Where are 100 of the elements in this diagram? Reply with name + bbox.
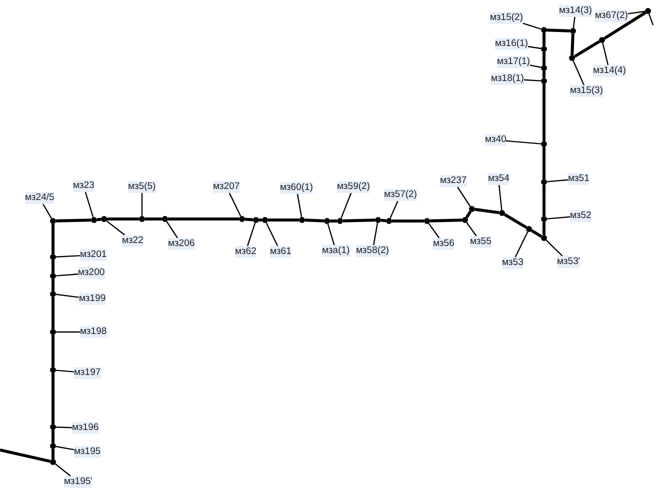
pipe-line [546, 28, 570, 32]
point-label: мз15(3) [570, 85, 603, 97]
leader-line [506, 140, 542, 144]
leader-line [498, 184, 502, 210]
pipe-line [52, 335, 54, 367]
point-label: мз59(2) [337, 181, 370, 193]
leader-line [514, 231, 528, 258]
point-label: мз200 [78, 267, 105, 279]
pipe-line [542, 185, 546, 216]
point-label: мз23 [73, 180, 94, 192]
point-label: мз61 [270, 246, 292, 258]
leader-line [572, 16, 576, 28]
leader-line [56, 426, 72, 428]
pipe-line [648, 14, 654, 26]
pipe-line [244, 218, 254, 222]
pipe-line [56, 218, 92, 222]
junction-dot [569, 55, 575, 61]
leader-line [166, 221, 178, 238]
junction-dot [541, 27, 547, 33]
point-label: мз195 [74, 446, 101, 458]
pipe-line [259, 218, 262, 222]
leader-line [54, 463, 71, 476]
junction-dot [599, 37, 605, 43]
pipe-line [542, 52, 546, 65]
junction-dot [50, 273, 56, 279]
leader-line [546, 216, 570, 220]
junction-dot [50, 367, 56, 373]
pipe-line [504, 213, 528, 229]
leader-line [457, 186, 471, 207]
junction-dot [424, 218, 430, 224]
pipe-line [168, 218, 239, 220]
leader-line [56, 255, 80, 258]
pipe-line [465, 210, 472, 218]
leader-line [228, 192, 242, 217]
point-label: мз40 [485, 134, 506, 146]
pipe-line [52, 279, 54, 291]
pipe-line [542, 147, 546, 179]
leader-line [528, 46, 542, 50]
point-label: мз207 [213, 181, 240, 193]
junction-dot [324, 218, 330, 224]
pipe-line [570, 34, 574, 56]
leader-line [546, 240, 563, 256]
junction-dot [541, 65, 547, 71]
point-label: мз5(5) [128, 181, 156, 193]
point-label: мз206 [168, 238, 195, 250]
point-label: мз195' [64, 476, 92, 488]
junction-dot [91, 217, 97, 223]
junction-dot [541, 216, 547, 222]
point-label: мз62 [235, 246, 256, 258]
point-label: мз53' [557, 256, 580, 268]
leader-line [56, 446, 74, 450]
pipe-line [530, 229, 542, 238]
point-label: мз52 [570, 210, 592, 222]
pipe-line [542, 33, 546, 46]
junction-dot [162, 216, 168, 222]
point-label: мз199 [79, 293, 106, 305]
leader-line [522, 22, 542, 30]
junction-dot [253, 217, 259, 223]
point-label: мз16(1) [495, 38, 528, 50]
leader-line [56, 331, 80, 333]
pipe-line [430, 218, 462, 222]
point-label: мз57(2) [384, 189, 417, 201]
point-label: мз14(3) [559, 5, 592, 17]
leader-line [266, 222, 278, 246]
junction-dot [50, 291, 56, 297]
point-label: мз201 [80, 249, 107, 261]
junction-dot [101, 216, 107, 222]
point-label: мза(1) [322, 245, 350, 257]
junction-dot [541, 46, 547, 52]
leader-line [428, 223, 440, 238]
leader-line [390, 200, 398, 219]
pipe-line [52, 260, 54, 273]
pipe-line [542, 71, 546, 78]
pipe-line [268, 218, 299, 222]
junction-dot [50, 254, 56, 260]
junction-dot [50, 424, 56, 430]
leader-line [327, 224, 335, 246]
point-label: мз14(4) [593, 65, 626, 77]
pipe-line [330, 220, 337, 222]
junction-dot [50, 459, 56, 465]
leader-line [56, 370, 74, 372]
point-label: мз17(1) [497, 56, 530, 68]
leader-line [246, 222, 256, 246]
point-label: мз15(2) [490, 12, 523, 24]
leader-line [42, 204, 52, 219]
pipe-line [542, 84, 546, 141]
point-label: мз51 [568, 173, 590, 185]
leader-line [56, 274, 78, 276]
leader-line [572, 60, 584, 86]
junction-dot [645, 8, 651, 14]
pipe-line [574, 40, 600, 58]
leader-line [296, 194, 302, 218]
leader-line [602, 42, 609, 66]
pipe-line [0, 448, 50, 463]
junction-dot [386, 218, 392, 224]
pipe-line [52, 297, 54, 329]
point-label: мз22 [122, 235, 144, 247]
point-label: мз54 [488, 173, 510, 185]
leader-line [84, 192, 94, 218]
junction-dot [50, 443, 56, 449]
